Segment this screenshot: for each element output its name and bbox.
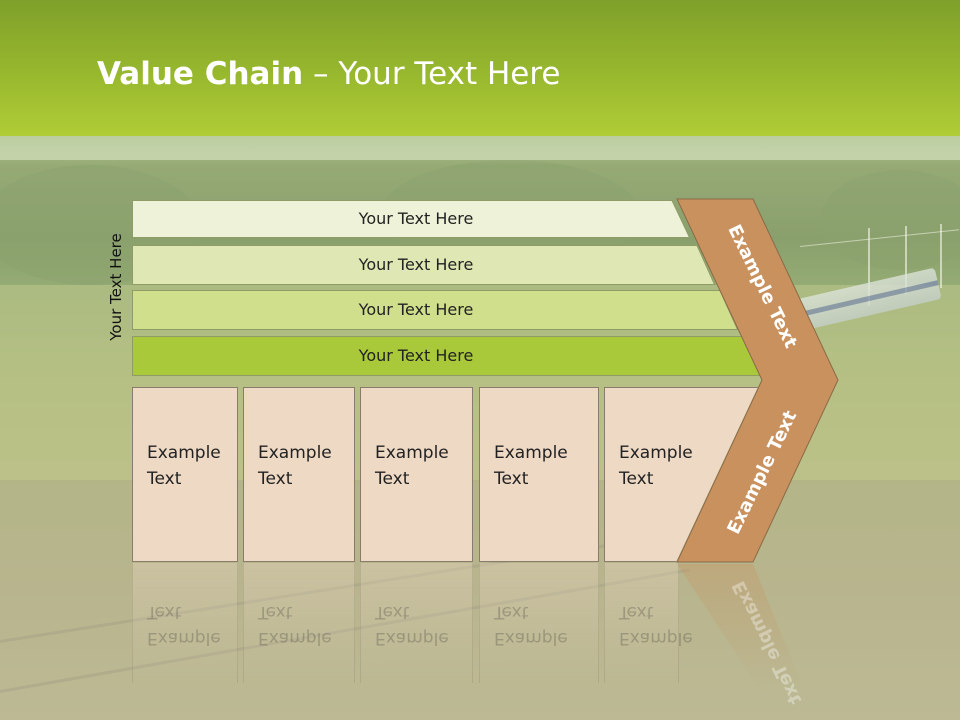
example-box-reflection-line2: Text	[494, 602, 529, 622]
example-box-line1: Example	[147, 443, 221, 463]
catenary-pole	[940, 224, 942, 288]
example-box-line1: Example	[494, 443, 568, 463]
example-box-reflection: Example Text	[243, 563, 355, 683]
example-box-line2: Text	[258, 469, 293, 489]
example-box-line2: Text	[375, 469, 410, 489]
example-box-reflection: Example Text	[604, 563, 693, 683]
row-banner-label: Your Text Here	[358, 209, 474, 228]
example-box-reflection-text: Example Text	[619, 599, 719, 651]
example-box-line1: Example	[258, 443, 332, 463]
example-box-reflection-line2: Text	[147, 602, 182, 622]
example-box-reflection-line1: Example	[619, 628, 693, 648]
row-banner-label: Your Text Here	[358, 300, 474, 319]
example-box-reflection-line1: Example	[375, 628, 449, 648]
side-label: Your Text Here	[107, 233, 125, 341]
example-box-reflection-line1: Example	[258, 628, 332, 648]
example-box-line2: Text	[619, 469, 654, 489]
example-box-line1: Example	[375, 443, 449, 463]
example-box-reflection-line2: Text	[619, 602, 654, 622]
slide-title-rest: – Your Text Here	[303, 56, 561, 92]
example-box-reflection-line1: Example	[147, 628, 221, 648]
row-banner: Your Text Here	[132, 290, 739, 330]
row-banner: Your Text Here	[132, 200, 691, 238]
example-box-reflection-line2: Text	[258, 602, 293, 622]
row-banner: Your Text Here	[132, 245, 716, 285]
example-box-reflection-text: Example Text	[147, 599, 247, 651]
example-box-reflection-text: Example Text	[494, 599, 594, 651]
example-box-reflection: Example Text	[360, 563, 473, 683]
example-box-line2: Text	[494, 469, 529, 489]
example-box-line1: Example	[619, 443, 693, 463]
example-box-reflection-text: Example Text	[258, 599, 358, 651]
row-banner: Your Text Here	[132, 336, 763, 376]
background-tree	[820, 170, 960, 270]
example-box-reflection: Example Text	[479, 563, 599, 683]
example-box-reflection: Example Text	[132, 563, 238, 683]
catenary-pole	[905, 226, 907, 294]
example-box-reflection-line1: Example	[494, 628, 568, 648]
slide-title: Value Chain – Your Text Here	[97, 52, 560, 96]
row-banner-label: Your Text Here	[358, 346, 474, 365]
catenary-pole	[868, 228, 870, 306]
title-bar	[0, 0, 960, 136]
example-box-reflection-text: Example Text	[375, 599, 475, 651]
row-banner-label: Your Text Here	[358, 255, 474, 274]
example-box-line2: Text	[147, 469, 182, 489]
slide-title-bold: Value Chain	[97, 56, 304, 92]
title-bar-shadow	[0, 136, 960, 166]
example-box-reflection-line2: Text	[375, 602, 410, 622]
